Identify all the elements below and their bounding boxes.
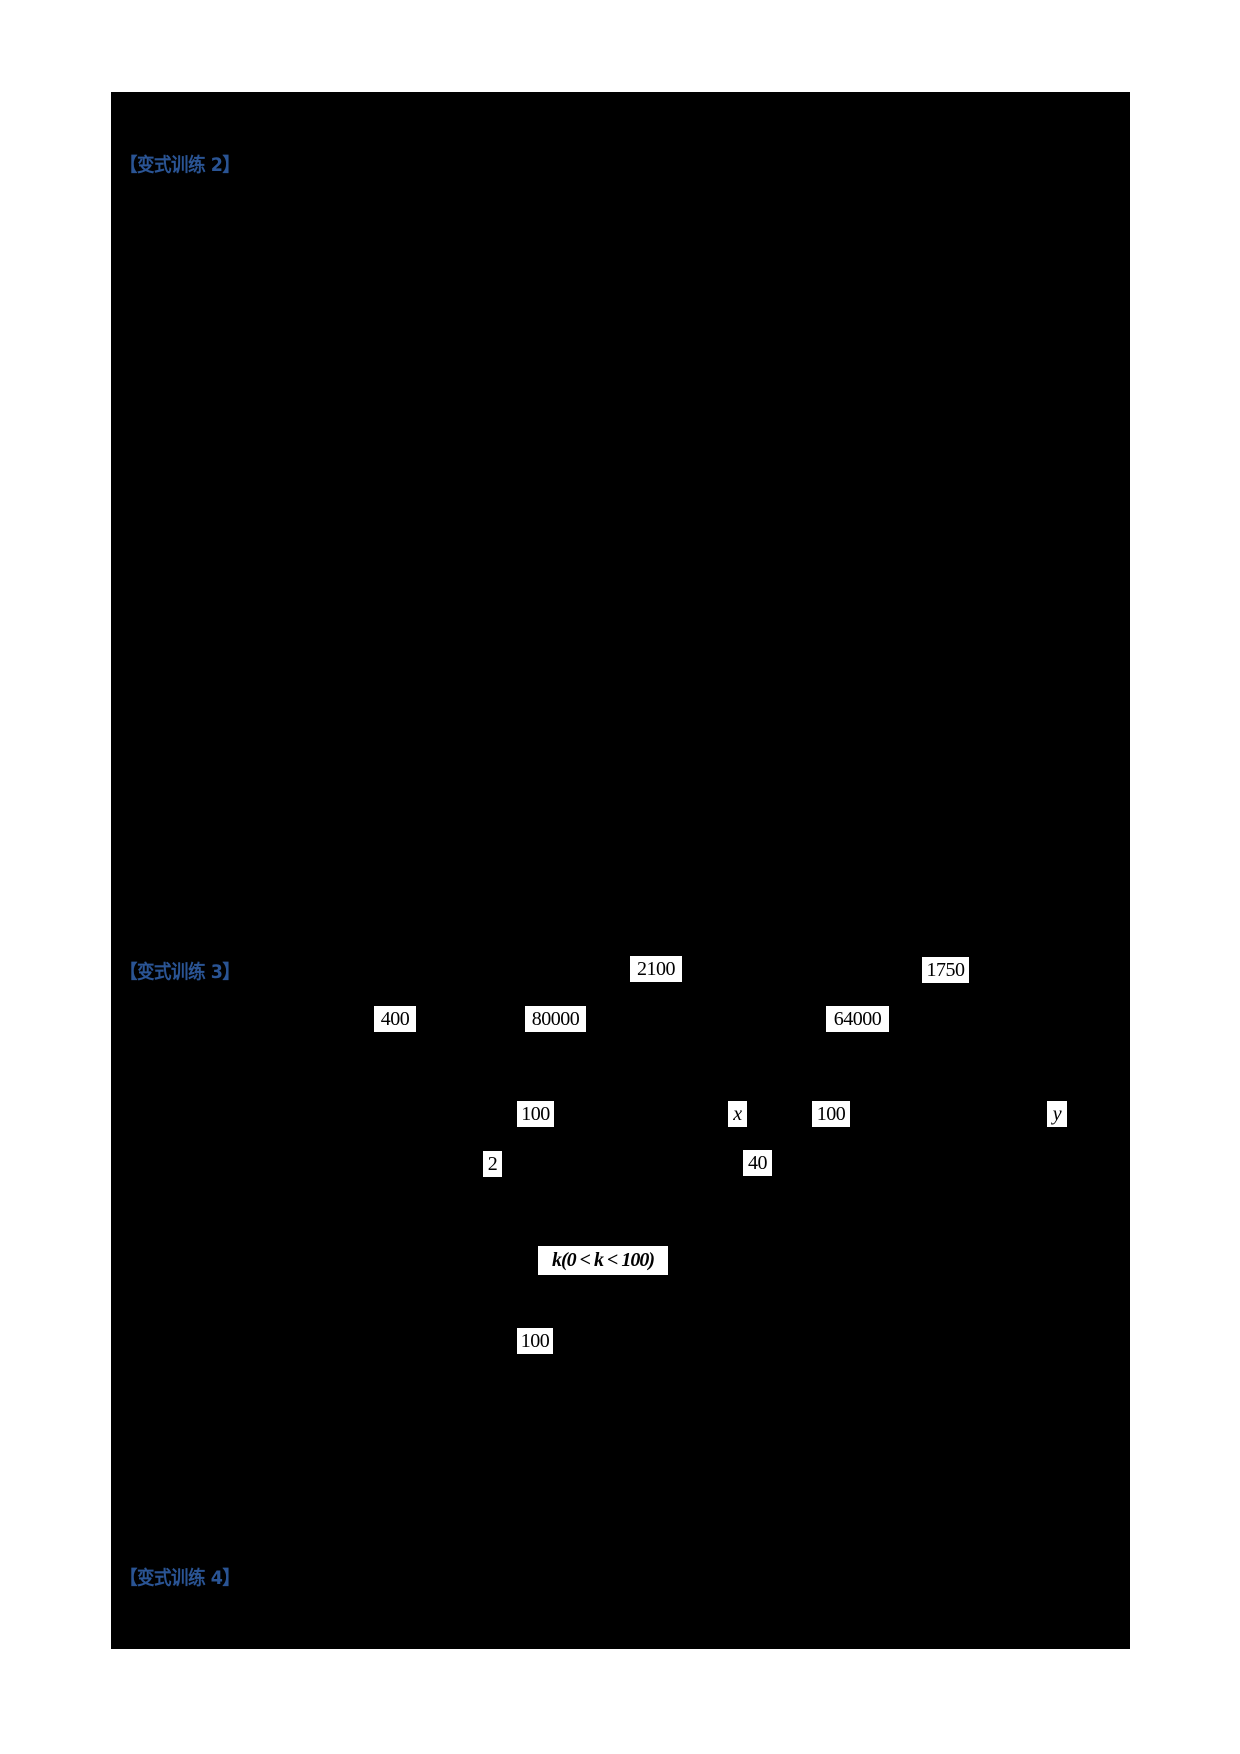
math-variable-x: x — [728, 1101, 747, 1127]
math-value-100-b: 100 — [812, 1101, 850, 1127]
section-heading-variant-2: 【变式训练 2】 — [120, 154, 240, 176]
section-heading-variant-4: 【变式训练 4】 — [120, 1567, 240, 1589]
math-value-100-c: 100 — [517, 1328, 553, 1354]
redacted-content-block — [111, 92, 1130, 1649]
math-value-100-a: 100 — [517, 1101, 554, 1127]
math-variable-y: y — [1047, 1101, 1067, 1127]
math-value-1750: 1750 — [922, 957, 969, 983]
math-value-40: 40 — [743, 1150, 772, 1176]
section-heading-variant-3: 【变式训练 3】 — [120, 961, 240, 983]
math-value-400: 400 — [374, 1006, 416, 1032]
math-value-80000: 80000 — [525, 1006, 586, 1032]
math-expression-k-range: k(0 < k < 100) — [538, 1246, 668, 1275]
math-value-2: 2 — [483, 1151, 502, 1177]
math-value-2100: 2100 — [630, 956, 682, 982]
math-value-64000: 64000 — [826, 1006, 889, 1032]
